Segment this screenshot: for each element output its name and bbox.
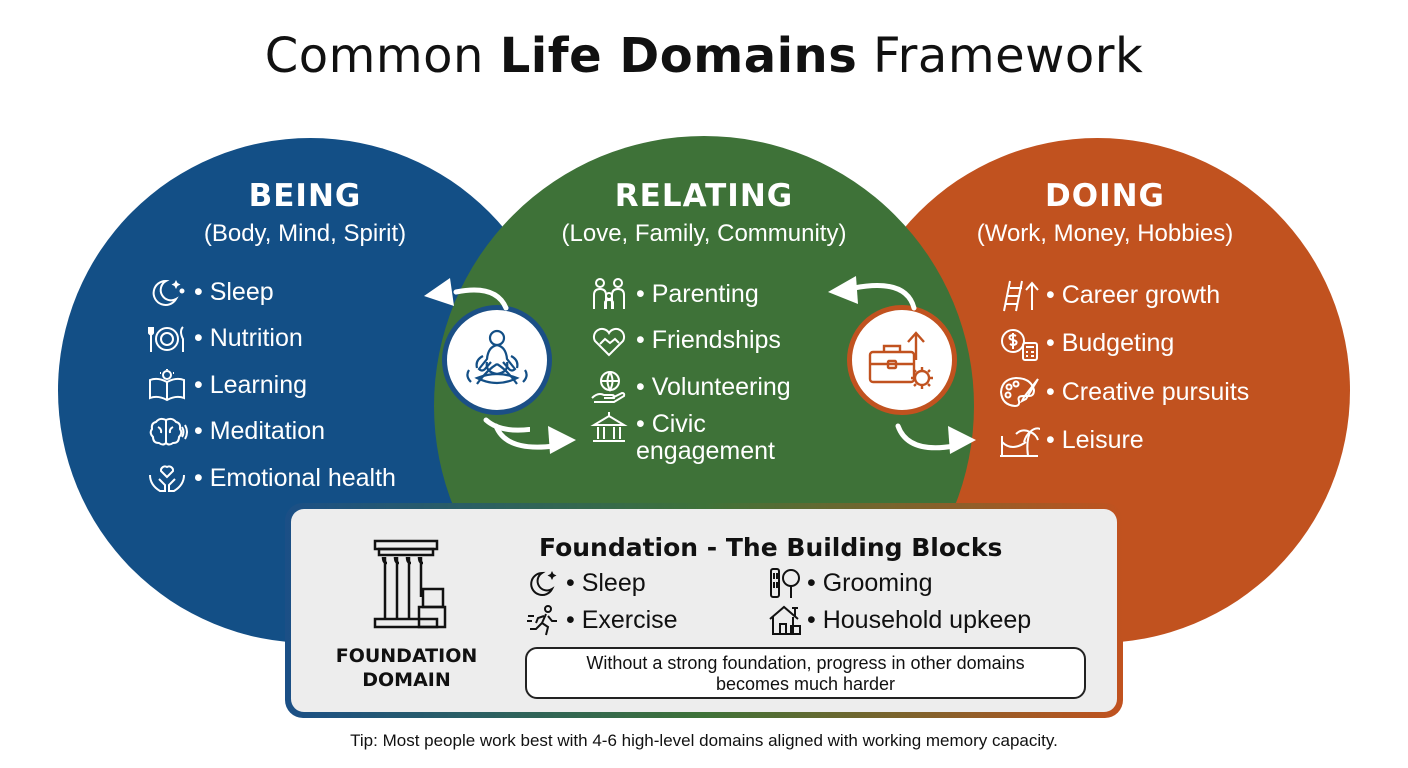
doing-badge: [847, 305, 957, 415]
list-item: Sleep: [146, 269, 396, 316]
hands-heart-icon: [146, 461, 188, 495]
list-item: Volunteering: [588, 364, 791, 411]
doing-header: DOING (Work, Money, Hobbies): [945, 178, 1265, 248]
arrow-right-doing: [895, 423, 976, 454]
foundation-note: Without a strong foundation, progress in…: [525, 647, 1086, 699]
coins-calculator-icon: [998, 327, 1040, 361]
ladder-arrow-icon: [998, 278, 1040, 312]
page-title: Common Life Domains Framework: [264, 28, 1144, 84]
foundation-item-household: Household upkeep: [767, 604, 1031, 636]
foundation-domain-label: FOUNDATION DOMAIN: [335, 645, 478, 691]
list-item: Nutrition: [146, 316, 396, 363]
foundation-item-exercise: Exercise: [526, 604, 678, 636]
relating-title: RELATING: [614, 178, 794, 214]
hammock-palm-icon: [998, 424, 1040, 458]
being-badge: [442, 305, 552, 415]
foundation-item-sleep: Sleep: [526, 567, 646, 599]
list-item: Friendships: [588, 318, 791, 365]
handshake-heart-icon: [588, 324, 630, 358]
moon-stars-icon: [146, 275, 188, 309]
list-item: Leisure: [998, 417, 1249, 466]
foundation-item-grooming: Grooming: [767, 567, 932, 599]
cycle-arrows-being: [424, 278, 530, 433]
list-item: Meditation: [146, 409, 396, 456]
palette-brush-icon: [998, 375, 1040, 409]
moon-stars-icon: [526, 567, 562, 599]
list-item: Learning: [146, 362, 396, 409]
house-tools-icon: [767, 604, 803, 636]
being-subtitle: (Body, Mind, Spirit): [203, 220, 407, 247]
running-person-icon: [526, 604, 562, 636]
list-item: Parenting: [588, 271, 791, 318]
list-item: Creative pursuits: [998, 368, 1249, 417]
tip-text: Tip: Most people work best with 4-6 high…: [350, 731, 1058, 750]
foundation-panel: Foundation - The Building Blocks FOUNDAT…: [285, 503, 1123, 718]
book-lightbulb-icon: [146, 368, 188, 402]
pillar-blocks-icon: [373, 539, 447, 629]
foundation-title: Foundation - The Building Blocks: [539, 533, 1003, 562]
being-title: BEING: [248, 178, 362, 214]
doing-item-list: Career growth Budgeting Creative pursuit…: [998, 271, 1249, 465]
arrow-right-relating: [493, 423, 576, 454]
briefcase-growth-icon: [868, 331, 933, 389]
being-header: BEING (Body, Mind, Spirit): [140, 178, 470, 248]
comb-mirror-icon: [767, 567, 803, 599]
civic-building-icon: [588, 411, 630, 445]
arrow-left-relating: [828, 276, 917, 311]
brain-icon: [146, 415, 188, 449]
globe-hand-icon: [588, 370, 630, 404]
relating-item-list: Parenting Friendships Volunteering Civic…: [588, 271, 791, 471]
being-item-list: Sleep Nutrition Learning Meditation Emot…: [146, 269, 396, 502]
list-item: Budgeting: [998, 320, 1249, 369]
plate-utensils-icon: [146, 322, 188, 356]
meditating-person-icon: [466, 329, 528, 385]
doing-title: DOING: [1044, 178, 1165, 214]
doing-subtitle: (Work, Money, Hobbies): [976, 220, 1234, 247]
list-item: Emotional health: [146, 455, 396, 502]
family-icon: [588, 277, 630, 311]
relating-header: RELATING (Love, Family, Community): [534, 178, 874, 248]
relating-subtitle: (Love, Family, Community): [561, 220, 847, 247]
list-item: Career growth: [998, 271, 1249, 320]
